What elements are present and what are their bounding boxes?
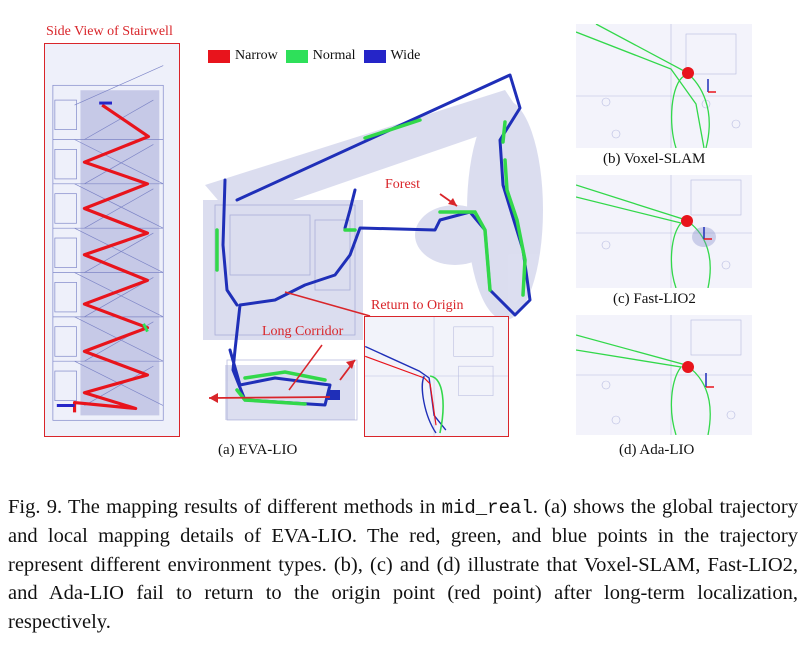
normal-swatch [285,49,308,63]
stairwell-arrow [208,396,331,399]
figure: Side View of Stairwell Narrow Normal Wid… [44,24,752,458]
ada-lio-panel [576,315,752,435]
stairwell-title: Side View of Stairwell [46,24,173,39]
voxel-slam-panel [576,24,752,148]
subcaption-c: (c) Fast-LIO2 [613,291,696,307]
origin-point [681,215,693,227]
legend-label: Narrow [235,48,278,63]
legend-item-wide: Wide [363,48,421,64]
caption-label: Fig. 9. [8,496,63,518]
return-to-origin-label: Return to Origin [371,298,464,313]
caption-text-start: The mapping results of different methods… [68,496,436,518]
stairwell-drawing [52,65,164,421]
subcaption-d: (d) Ada-LIO [619,442,695,458]
origin-point [682,67,694,79]
caption-text-end: . (a) shows the global trajectory and lo… [8,496,798,633]
long-corridor-label: Long Corridor [262,324,344,339]
eva-lio-map [185,60,560,435]
narrow-swatch [208,49,230,63]
figure-caption: Fig. 9. The mapping results of different… [8,493,798,636]
ada-lio-drawing [576,315,752,435]
inset-drawing [365,317,508,436]
voxel-slam-drawing [576,24,752,148]
subcaption-b: (b) Voxel-SLAM [603,151,706,167]
stairwell-trajectory [72,103,151,413]
fast-lio2-drawing [576,175,752,288]
legend-label: Wide [390,48,421,63]
global-map-drawing [203,73,543,421]
legend-item-narrow: Narrow [208,48,278,64]
legend-label: Normal [312,48,356,63]
forest-label: Forest [385,177,420,192]
legend-item-normal: Normal [285,48,356,64]
fast-lio2-panel [576,175,752,288]
wide-swatch [363,49,386,63]
return-to-origin-inset [364,316,509,437]
legend: Narrow Normal Wide [208,48,420,64]
caption-code: mid_real [441,497,533,519]
origin-point [682,361,694,373]
stairwell-side-view-panel [44,43,180,437]
subcaption-a: (a) EVA-LIO [218,442,298,458]
